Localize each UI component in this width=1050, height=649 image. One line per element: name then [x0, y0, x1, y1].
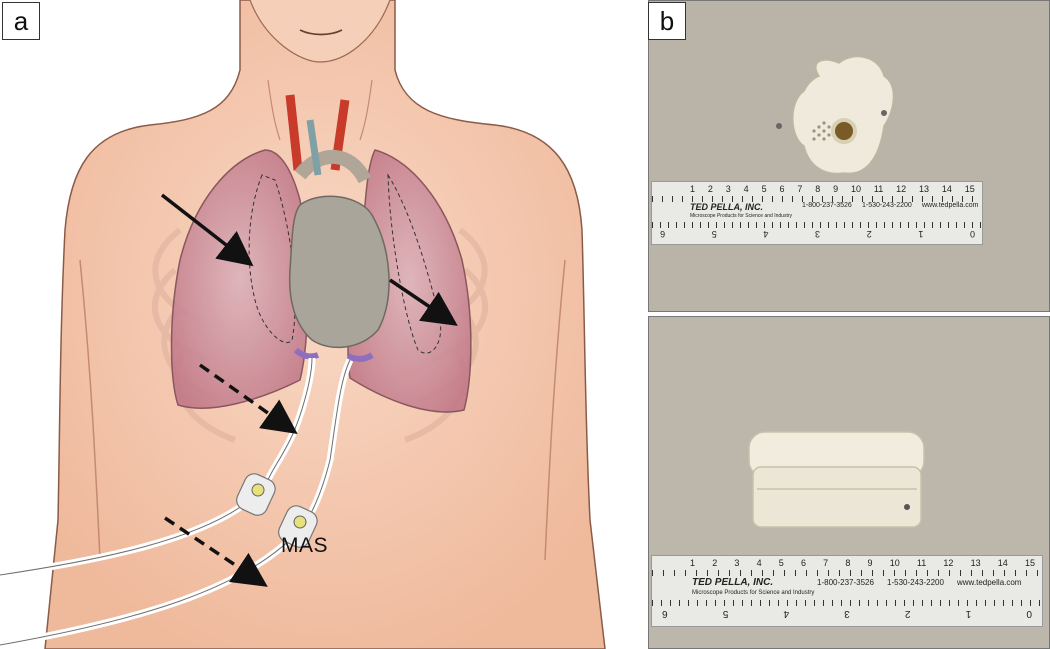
connector-right — [278, 505, 318, 548]
device-vent — [812, 121, 831, 141]
device-side — [748, 431, 925, 528]
right-pleura-dashed — [248, 174, 296, 343]
neck-left — [267, 79, 281, 141]
chest-illustration — [0, 0, 606, 649]
mas-label: MAS — [281, 534, 329, 557]
right-lung — [170, 149, 309, 409]
mouth — [299, 29, 343, 36]
panel-a-illustration: MAS — [0, 0, 606, 649]
great-vessels — [285, 94, 372, 184]
panel-label-b: b — [648, 2, 686, 40]
right-cannula-cuff — [346, 352, 374, 362]
left-arm-line — [79, 259, 101, 561]
left-cannula-cuff — [293, 347, 320, 360]
device-port — [831, 118, 857, 144]
chin — [249, 0, 391, 63]
neck-right — [359, 79, 373, 141]
panel-label-a: a — [2, 2, 40, 40]
dashed-arrow-upper — [198, 363, 298, 435]
heart — [288, 195, 390, 349]
arrow-right-lung — [160, 193, 254, 267]
dashed-arrow-lower — [164, 516, 268, 587]
connector-left — [236, 473, 276, 516]
device-top-svg — [649, 1, 1049, 311]
left-pleura-dashed — [387, 173, 442, 354]
arrow-left-lung — [389, 278, 458, 326]
device-top — [792, 55, 895, 175]
right-arm-line — [544, 259, 566, 561]
